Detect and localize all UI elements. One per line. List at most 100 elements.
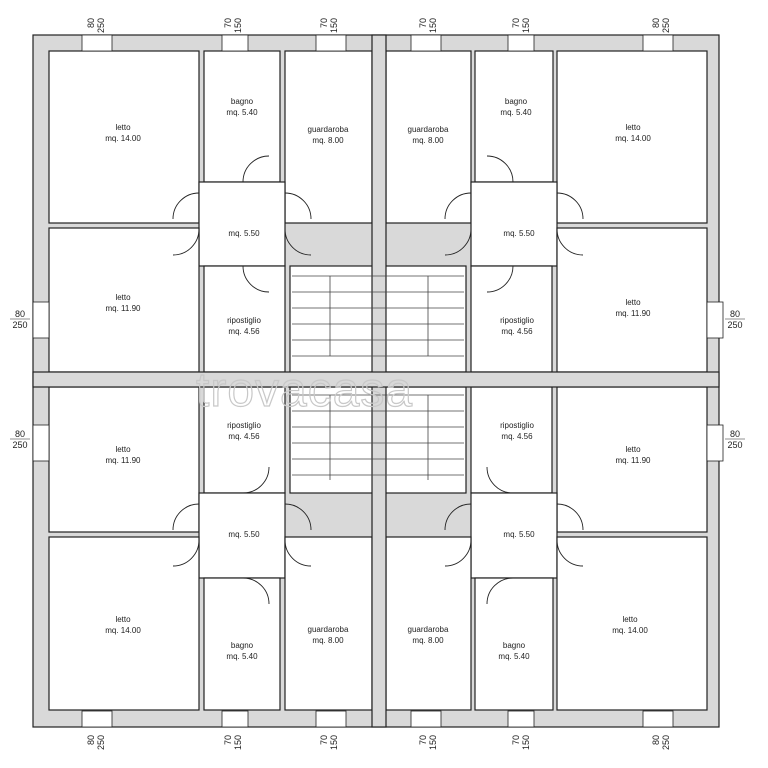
opening-height: 150 (521, 18, 531, 33)
room-bed-tr (556, 50, 708, 224)
watermark: trovacasa (196, 364, 413, 417)
door-swing (172, 503, 200, 531)
opening-height: 150 (521, 735, 531, 750)
room-store-ml2 (203, 386, 286, 494)
room-area-label: mq. 5.40 (226, 108, 258, 117)
room-area-label: mq. 14.00 (615, 134, 651, 143)
room-area-label: mq. 4.56 (501, 432, 533, 441)
opening-height: 150 (233, 735, 243, 750)
opening-height: 150 (428, 735, 438, 750)
opening-width: 80 (86, 735, 96, 745)
opening-width: 70 (511, 735, 521, 745)
opening-height: 250 (12, 440, 27, 450)
door-swing (172, 192, 200, 220)
window (507, 34, 535, 52)
room-name-label: guardaroba (408, 625, 449, 634)
opening-width: 80 (730, 309, 740, 319)
opening-width: 70 (511, 18, 521, 28)
door-swing (486, 466, 514, 494)
window (706, 301, 724, 339)
room-name-label: letto (115, 445, 131, 454)
window (410, 710, 442, 728)
opening-height: 250 (661, 18, 671, 33)
door-swing (172, 228, 200, 256)
room-area-label: mq. 14.00 (612, 626, 648, 635)
door-swing (556, 228, 584, 256)
room-area-label: mq. 5.40 (226, 652, 258, 661)
window (221, 34, 249, 52)
door-swing (556, 503, 584, 531)
room-name-label: ripostiglio (227, 316, 261, 325)
windows (32, 34, 724, 728)
door-swing (444, 539, 472, 567)
room-name-label: letto (115, 615, 131, 624)
room-store-ml1 (203, 265, 286, 373)
door-swing (486, 155, 514, 183)
room-name-label: bagno (231, 97, 254, 106)
room-bed-tl (48, 50, 200, 224)
room-name-label: letto (622, 615, 638, 624)
window (81, 34, 113, 52)
room-bed-ml2 (48, 386, 200, 533)
window (642, 710, 674, 728)
opening-width: 80 (651, 735, 661, 745)
door-swings (172, 155, 584, 605)
room-bath-tr (474, 50, 554, 183)
opening-height: 250 (727, 320, 742, 330)
room-name-label: ripostiglio (500, 316, 534, 325)
room-area-label: mq. 5.50 (228, 530, 260, 539)
opening-width: 70 (418, 735, 428, 745)
room-hall-tl (198, 181, 286, 267)
room-area-label: mq. 11.90 (616, 309, 652, 318)
window (221, 710, 249, 728)
room-name-label: guardaroba (408, 125, 449, 134)
room-name-label: letto (625, 123, 641, 132)
room-store-mr1 (470, 265, 553, 373)
opening-height: 250 (96, 735, 106, 750)
door-swing (242, 265, 270, 293)
room-name-label: bagno (231, 641, 254, 650)
room-bath-bl (203, 577, 281, 711)
room-hall-bl (198, 492, 286, 579)
opening-width: 80 (15, 429, 25, 439)
room-bath-br (474, 577, 554, 711)
door-swing (444, 192, 472, 220)
opening-height: 150 (329, 18, 339, 33)
door-swing (284, 539, 312, 567)
room-area-label: mq. 14.00 (105, 626, 141, 635)
opening-width: 70 (223, 18, 233, 28)
window (32, 424, 50, 462)
opening-width: 70 (418, 18, 428, 28)
room-area-label: mq. 8.00 (412, 636, 444, 645)
window (315, 710, 347, 728)
opening-height: 150 (233, 18, 243, 33)
room-area-label: mq. 11.90 (106, 304, 142, 313)
door-swing (444, 503, 472, 531)
room-bed-mr2 (556, 386, 708, 533)
room-bed-ml1 (48, 227, 200, 373)
room-area-label: mq. 5.50 (503, 530, 535, 539)
opening-width: 70 (319, 18, 329, 28)
room-name-label: letto (625, 445, 641, 454)
room-name-label: guardaroba (308, 125, 349, 134)
door-swing (284, 192, 312, 220)
room-closet-br (385, 536, 472, 711)
spine-horizontal (32, 371, 720, 388)
door-swing (242, 155, 270, 183)
room-name-label: letto (115, 293, 131, 302)
window (706, 424, 724, 462)
stair-treads (292, 275, 464, 480)
